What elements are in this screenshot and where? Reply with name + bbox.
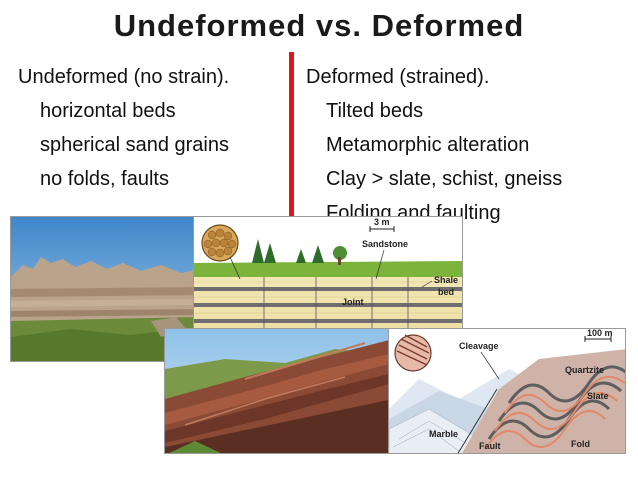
tree-icon — [312, 245, 324, 263]
quartzite-label: Quartzite — [565, 365, 604, 375]
sandstone-label: Sandstone — [362, 239, 408, 249]
tree-icon — [264, 243, 276, 263]
deformed-heading: Deformed (strained). — [306, 66, 490, 88]
cleavage-label: Cleavage — [459, 341, 499, 351]
fault-label: Fault — [479, 441, 501, 451]
undeformed-heading: Undeformed (no strain). — [18, 66, 230, 88]
slide-title: Undeformed vs. Deformed — [113, 8, 525, 43]
scale-label: 100 m — [587, 329, 613, 338]
deformed-item: Clay > slate, schist, gneiss — [326, 168, 563, 190]
undeformed-beds-diagram: 3 m Sandstone Shale bed Joint — [193, 216, 463, 330]
undeformed-item: no folds, faults — [40, 168, 169, 190]
fold-label: Fold — [571, 439, 590, 449]
undeformed-item: spherical sand grains — [40, 134, 229, 156]
shale-label: Shale — [434, 275, 458, 285]
badlands-photo — [10, 216, 200, 362]
undeformed-column: Undeformed (no strain). horizontal beds … — [18, 60, 229, 196]
tilted-beds-photo — [164, 328, 392, 454]
bed-label: bed — [438, 287, 454, 297]
scale-label: 3 m — [374, 217, 390, 227]
tree-icon — [296, 249, 306, 263]
undeformed-item: horizontal beds — [40, 100, 176, 122]
tree-icon — [252, 239, 264, 263]
marble-label: Marble — [429, 429, 458, 439]
joint-label: Joint — [342, 297, 364, 307]
deformed-rocks-diagram: 100 m Cleavage Quartzite Slate Marble Fa… — [388, 328, 626, 454]
red-divider — [289, 52, 294, 220]
slate-label: Slate — [587, 391, 609, 401]
deformed-item: Metamorphic alteration — [326, 134, 530, 156]
deformed-column: Deformed (strained). Tilted beds Metamor… — [306, 60, 562, 230]
deformed-item: Tilted beds — [326, 100, 424, 122]
